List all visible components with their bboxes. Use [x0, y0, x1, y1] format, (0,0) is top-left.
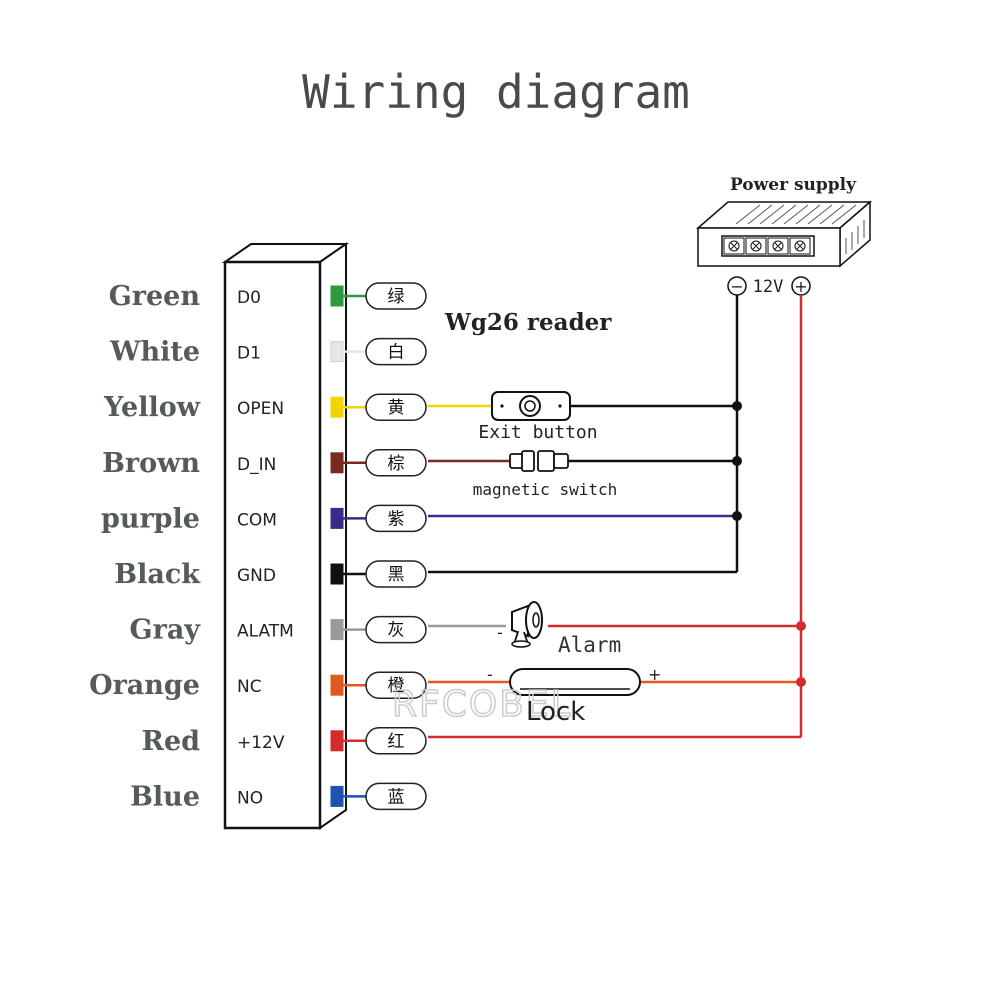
terminal-block: [723, 237, 811, 255]
power-voltage: 12V: [753, 277, 784, 297]
wire-tag-box-green: [365, 282, 427, 310]
watermark: RFCOBEL: [392, 684, 573, 725]
wire-stub-gray: [330, 619, 344, 641]
pin-label-purple: COM: [237, 510, 277, 530]
magnetic-switch-icon: [509, 450, 569, 472]
exit-button-label: Exit button: [478, 422, 597, 443]
wire-tag-black: 黑: [388, 565, 405, 585]
pin-label-black: GND: [237, 566, 276, 586]
power-supply: Power supply − 12V: [695, 175, 873, 297]
power-minus-sign: −: [730, 277, 743, 296]
wire-tag-box-yellow: [365, 393, 427, 421]
wire-tag-gray: 灰: [388, 621, 405, 641]
lock-label: Lock: [526, 697, 585, 727]
pin-label-brown: D_IN: [237, 455, 276, 475]
wire-stub-black: [330, 563, 344, 585]
wire-stub-yellow: [330, 396, 344, 418]
wire-tag-blue: 蓝: [388, 787, 405, 807]
color-name-yellow: Yellow: [103, 392, 201, 423]
pin-label-orange: NC: [237, 677, 262, 697]
exit-button-icon: [491, 391, 571, 421]
alarm-siren-icon: [511, 601, 543, 648]
wiring-lines: [428, 295, 803, 739]
wire-tag-box-black: [365, 560, 427, 588]
wire-tag-orange: 橙: [388, 676, 405, 696]
alarm-label: Alarm: [558, 633, 621, 657]
pin-label-white: D1: [237, 344, 261, 364]
color-name-purple: purple: [101, 503, 200, 534]
pin-label-red: +12V: [237, 733, 285, 753]
color-name-red: Red: [142, 726, 201, 757]
wire-tag-red: 红: [388, 732, 405, 752]
junction-dots: [732, 401, 806, 687]
wire-stub-column: [330, 285, 366, 807]
magnetic-switch-label: magnetic switch: [473, 480, 618, 499]
wire-stub-red: [330, 730, 344, 752]
pin-label-yellow: OPEN: [237, 399, 284, 419]
color-name-white: White: [109, 337, 200, 368]
wire-stub-brown: [330, 452, 344, 474]
lock-plus-sign: +: [648, 665, 661, 684]
wire-tag-box-orange: [365, 671, 427, 699]
wire-tag-box-purple: [365, 504, 427, 533]
wire-tag-box-gray: [365, 615, 427, 644]
color-name-gray: Gray: [130, 615, 202, 646]
power-plus-sign: +: [794, 277, 807, 296]
color-name-orange: Orange: [89, 670, 200, 701]
lock-icon: [509, 668, 641, 696]
color-name-green: Green: [109, 281, 201, 312]
wire-tag-purple: 紫: [388, 509, 405, 529]
color-name-brown: Brown: [102, 448, 200, 479]
diagram-title: Wiring diagram: [302, 65, 690, 119]
alarm-minus-sign: -: [497, 623, 503, 642]
color-name-blue: Blue: [130, 781, 200, 812]
wire-stub-orange: [330, 674, 344, 696]
wire-tag-brown: 棕: [388, 454, 405, 474]
power-supply-label: Power supply: [730, 175, 857, 195]
wire-tag-yellow: 黄: [388, 398, 405, 418]
pin-label-gray: ALATM: [237, 622, 294, 642]
wire-tag-box-brown: [365, 449, 427, 477]
wire-stub-green: [330, 285, 344, 307]
pin-label-blue: NO: [237, 788, 263, 808]
wire-tag-box-red: [365, 727, 427, 755]
wire-stub-blue: [330, 785, 344, 807]
pin-label-green: D0: [237, 288, 261, 308]
color-name-black: Black: [114, 559, 201, 590]
wire-stub-white: [330, 341, 344, 363]
wire-tag-box-white: [365, 337, 427, 366]
lock-minus-sign: -: [487, 665, 493, 684]
wire-tag-box-blue: [365, 782, 427, 811]
wire-tag-white: 白: [388, 343, 405, 363]
wire-stub-purple: [330, 507, 344, 529]
wire-tag-green: 绿: [388, 287, 405, 307]
reader-label: Wg26 reader: [444, 309, 612, 336]
